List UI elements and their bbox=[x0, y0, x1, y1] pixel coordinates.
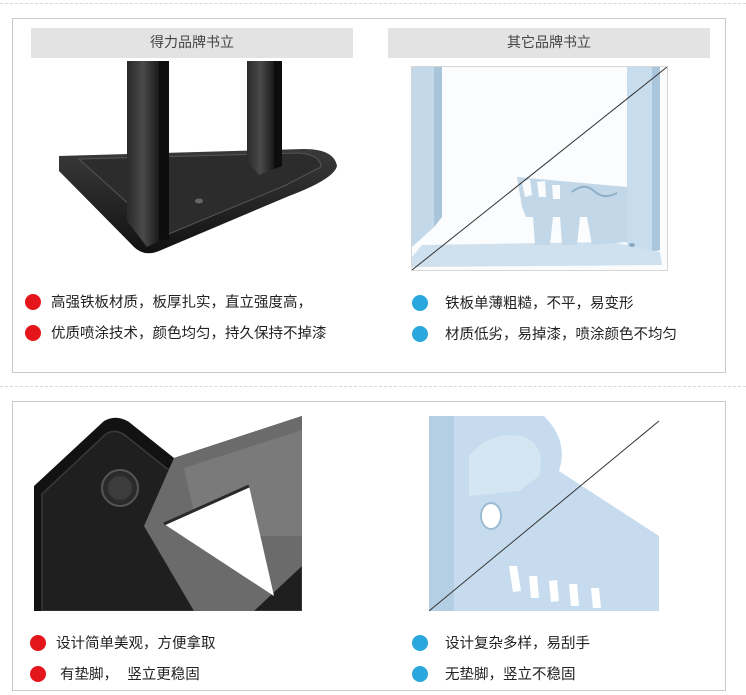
deli-design-2-text: 有垫脚， 竖立更稳固 bbox=[60, 667, 200, 683]
other-foot-detail-image bbox=[429, 416, 659, 611]
blue-bullet-icon bbox=[412, 634, 428, 651]
other-feature-1-text: 铁板单薄粗糙，不平，易变形 bbox=[445, 296, 634, 312]
top-comparison-panel: 得力品牌书立 其它品牌书立 bbox=[12, 18, 726, 373]
other-design-1-text: 设计复杂多样，易刮手 bbox=[445, 636, 590, 652]
red-bullet-icon bbox=[30, 665, 46, 682]
blue-bullet-icon bbox=[412, 325, 428, 342]
other-feature-2-text: 材质低劣，易掉漆，喷涂颜色不均匀 bbox=[445, 327, 677, 343]
deli-design-1: 设计简单美观，方便拿取 bbox=[30, 632, 216, 653]
deli-feature-1: 高强铁板材质，板厚扎实，直立强度高， bbox=[25, 291, 312, 312]
other-feature-1: 铁板单薄粗糙，不平，易变形 bbox=[412, 292, 634, 313]
bottom-comparison-panel: 设计简单美观，方便拿取 有垫脚， 竖立更稳固 设计复杂多样，易刮手 无垫脚，竖立… bbox=[12, 401, 726, 691]
other-brand-tab: 其它品牌书立 bbox=[388, 28, 710, 58]
deli-bookend-image bbox=[49, 61, 339, 261]
other-design-1: 设计复杂多样，易刮手 bbox=[412, 632, 590, 653]
red-bullet-icon bbox=[25, 324, 41, 341]
other-design-2: 无垫脚，竖立不稳固 bbox=[412, 663, 576, 684]
other-bookend-image bbox=[411, 66, 668, 271]
top-dashed-divider bbox=[0, 3, 746, 4]
red-bullet-icon bbox=[30, 634, 46, 651]
deli-design-2: 有垫脚， 竖立更稳固 bbox=[30, 663, 200, 684]
deli-design-1-text: 设计简单美观，方便拿取 bbox=[56, 636, 216, 652]
deli-foot-detail-image bbox=[34, 416, 302, 611]
deli-feature-2: 优质喷涂技术，颜色均匀，持久保持不掉漆 bbox=[25, 322, 327, 343]
middle-dashed-divider bbox=[0, 386, 746, 387]
deli-feature-2-text: 优质喷涂技术，颜色均匀，持久保持不掉漆 bbox=[51, 326, 327, 342]
other-design-2-text: 无垫脚，竖立不稳固 bbox=[445, 667, 576, 683]
deli-brand-tab: 得力品牌书立 bbox=[31, 28, 353, 58]
blue-bullet-icon bbox=[412, 665, 428, 682]
deli-feature-1-text: 高强铁板材质，板厚扎实，直立强度高， bbox=[51, 295, 312, 311]
blue-bullet-icon bbox=[412, 294, 428, 311]
red-bullet-icon bbox=[25, 293, 41, 310]
other-feature-2: 材质低劣，易掉漆，喷涂颜色不均匀 bbox=[412, 323, 677, 344]
